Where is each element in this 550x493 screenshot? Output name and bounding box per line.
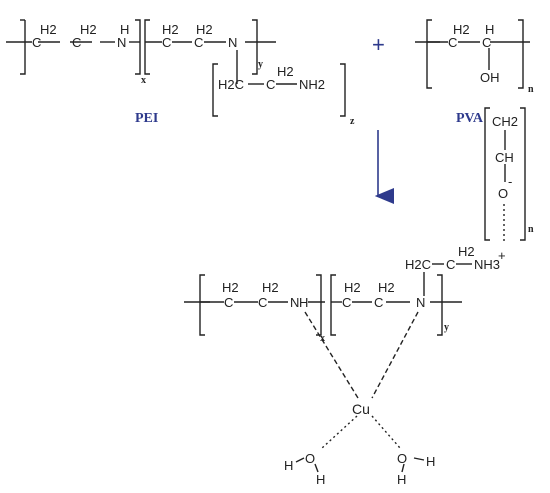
- pei-subscript-y: y: [258, 59, 263, 70]
- water-right-h1: H: [426, 454, 435, 469]
- water-left-o: O: [305, 451, 315, 466]
- product-c2-h: H2: [262, 280, 279, 295]
- product-c3-h: H2: [344, 280, 361, 295]
- product-pva-ch: CH: [495, 150, 514, 165]
- pei-c4-h: H2: [196, 22, 213, 37]
- product-subscript-y: y: [444, 322, 449, 333]
- bond-lines: [6, 19, 530, 473]
- pendant-nh3: NH3: [474, 257, 500, 272]
- pei-branch-c2: C: [266, 77, 275, 92]
- product-c1-h: H2: [222, 280, 239, 295]
- water-left-h2: H: [316, 472, 325, 487]
- pei-branch-nh2: NH2: [299, 77, 325, 92]
- pva-c2: C: [482, 35, 491, 50]
- pendant-charge: +: [498, 248, 506, 263]
- pva-subscript-n: n: [528, 84, 534, 95]
- pva-c1-h: H2: [453, 22, 470, 37]
- product-n: N: [290, 295, 299, 310]
- product-c1: C: [224, 295, 233, 310]
- product-pva-o: O: [498, 186, 508, 201]
- pei-c2: C: [72, 35, 81, 50]
- copper-atom: Cu: [352, 401, 370, 417]
- pendant-c2-h: H2: [458, 244, 475, 259]
- product-c3: C: [342, 295, 351, 310]
- pendant-c2: C: [446, 257, 455, 272]
- pva-c2-h: H: [485, 22, 494, 37]
- pei-n: N: [117, 35, 126, 50]
- product-pva-o-charge: -: [508, 174, 512, 189]
- pei-branch-c1: H2C: [218, 77, 244, 92]
- pei-n2: N: [228, 35, 237, 50]
- product-pva-ch2: CH2: [492, 114, 518, 129]
- pva-label: PVA: [456, 111, 484, 126]
- water-right-h2: H: [397, 472, 406, 487]
- pei-c1-h: H2: [40, 22, 57, 37]
- pei-c2-h: H2: [80, 22, 97, 37]
- water-left-h1: H: [284, 458, 293, 473]
- product-n2: N: [416, 295, 425, 310]
- pva-c1: C: [448, 35, 457, 50]
- pei-subscript-x: x: [141, 75, 146, 86]
- pva-oh: OH: [480, 70, 500, 85]
- pei-c1: C: [32, 35, 41, 50]
- product-c2: C: [258, 295, 267, 310]
- product-c4-h: H2: [378, 280, 395, 295]
- product-n-h: H: [299, 295, 308, 310]
- pei-label: PEI: [135, 111, 158, 126]
- product-subscript-x: x: [320, 333, 325, 344]
- pei-subscript-z: z: [350, 116, 355, 127]
- plus-sign: +: [372, 32, 385, 57]
- pei-c3-h: H2: [162, 22, 179, 37]
- product-pva-subscript-n: n: [528, 224, 534, 235]
- pei-branch-c2-h: H2: [277, 64, 294, 79]
- pei-c4: C: [194, 35, 203, 50]
- product-c4: C: [374, 295, 383, 310]
- pendant-c1: H2C: [405, 257, 431, 272]
- pei-n-h: H: [120, 22, 129, 37]
- water-right-o: O: [397, 451, 407, 466]
- pei-c3: C: [162, 35, 171, 50]
